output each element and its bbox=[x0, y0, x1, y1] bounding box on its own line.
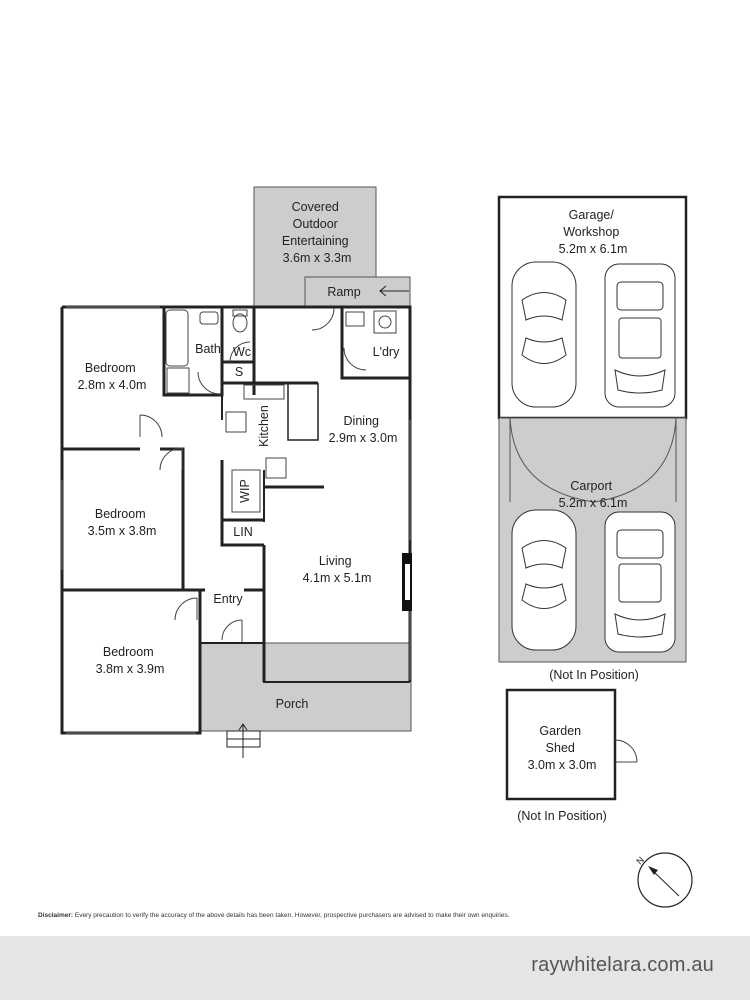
fireplace-opening bbox=[405, 564, 410, 600]
fixtures bbox=[165, 309, 397, 513]
cooktop bbox=[225, 411, 247, 433]
living-label: Living 4.1m x 5.1m bbox=[303, 554, 372, 585]
pantry-shelves bbox=[231, 469, 261, 513]
wc-label: Wc bbox=[233, 345, 251, 359]
dining-label: Dining 2.9m x 3.0m bbox=[329, 414, 398, 445]
toilet bbox=[232, 313, 248, 333]
doors bbox=[139, 307, 367, 642]
lin-label: LIN bbox=[233, 525, 252, 539]
shower bbox=[166, 367, 190, 394]
s-label: S bbox=[235, 365, 243, 379]
website-link[interactable]: raywhitelara.com.au bbox=[531, 954, 714, 976]
porch-steps bbox=[226, 723, 261, 758]
windows bbox=[61, 306, 411, 734]
compass-north-label: N bbox=[634, 855, 646, 867]
kitchen-sink bbox=[243, 384, 285, 400]
basin bbox=[199, 311, 219, 325]
disclaimer-text: Every precaution to verify the accuracy … bbox=[73, 912, 510, 919]
porch-label: Porch bbox=[276, 697, 309, 711]
shed-label: Garden Shed 3.0m x 3.0m bbox=[528, 724, 597, 772]
shed-not-in-position: (Not In Position) bbox=[517, 809, 607, 823]
disclaimer: Disclaimer: Every precaution to verify t… bbox=[38, 912, 510, 919]
footer-bar: raywhitelara.com.au bbox=[0, 936, 750, 1000]
washer-drum bbox=[378, 315, 392, 329]
garage-door-swing bbox=[509, 417, 677, 503]
porch-area bbox=[200, 642, 412, 732]
north-compass-icon: N bbox=[634, 852, 693, 908]
bath-label: Bath bbox=[195, 342, 221, 356]
suv-icon bbox=[604, 263, 676, 408]
bedroom-2-label: Bedroom 3.5m x 3.8m bbox=[88, 507, 157, 538]
bathtub bbox=[165, 309, 189, 367]
bedroom-1-label: Bedroom 2.8m x 4.0m bbox=[78, 361, 147, 392]
outdoor-label: Covered Outdoor Entertaining 3.6m x 3.3m bbox=[282, 200, 352, 265]
suv-icon bbox=[604, 511, 676, 653]
laundry-label: L'dry bbox=[373, 345, 400, 359]
washing-machine bbox=[373, 310, 397, 334]
carport-label: Carport 5.2m x 6.1m bbox=[559, 479, 628, 510]
car-icon bbox=[511, 261, 577, 408]
car-icon bbox=[511, 509, 577, 651]
toilet-cistern bbox=[232, 309, 248, 317]
carport-not-in-position: (Not In Position) bbox=[549, 668, 639, 682]
shed-door bbox=[614, 739, 638, 763]
garden-shed bbox=[505, 688, 617, 801]
laundry-tub bbox=[345, 311, 365, 327]
fridge bbox=[265, 457, 287, 479]
bedroom-3-label: Bedroom 3.8m x 3.9m bbox=[96, 645, 165, 676]
kitchen-label: Kitchen bbox=[257, 405, 271, 447]
garage-label: Garage/ Workshop 5.2m x 6.1m bbox=[559, 208, 628, 256]
disclaimer-label: Disclaimer: bbox=[38, 912, 74, 919]
ramp-arrow-icon bbox=[379, 285, 409, 297]
ramp-label: Ramp bbox=[327, 285, 360, 299]
entry-label: Entry bbox=[213, 592, 243, 606]
wip-label: WIP bbox=[238, 479, 252, 503]
